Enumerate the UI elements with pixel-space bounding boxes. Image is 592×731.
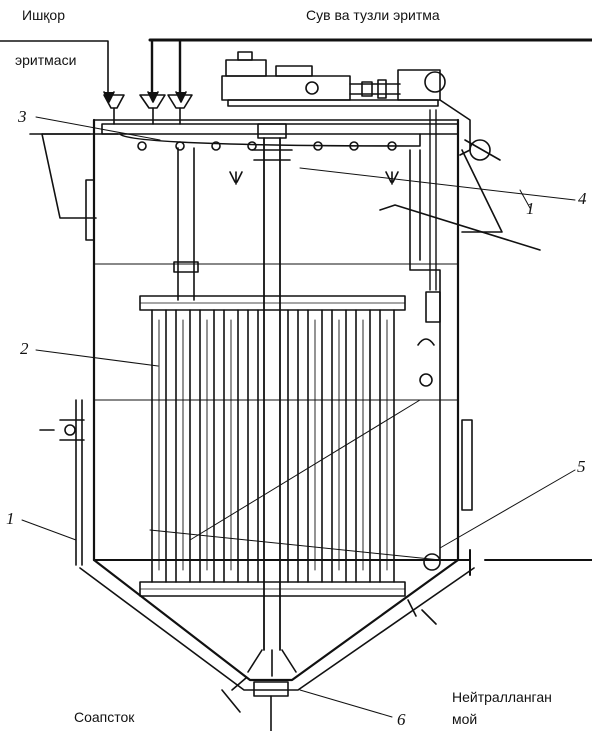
- callout-3: 3: [18, 107, 27, 126]
- callout-1-right: 1: [526, 199, 535, 218]
- callout-leader-lines: [21, 116, 576, 718]
- top-feed-lines: [0, 38, 592, 103]
- heating-element-bundle: [139, 295, 441, 597]
- vessel-body: [39, 118, 460, 566]
- callout-1-left: 1: [6, 509, 15, 528]
- conical-bottom: [79, 558, 475, 731]
- label-neutralized-oil-line2: мой: [452, 711, 478, 727]
- label-alkali-solution-line1: Ишқор: [22, 7, 65, 23]
- callout-6: 6: [397, 710, 406, 729]
- label-alkali-solution-line2: эритмаси: [15, 52, 77, 68]
- central-shaft: [173, 123, 297, 677]
- right-drain-pipe: [409, 109, 592, 576]
- drive-unit: [221, 51, 541, 251]
- label-soapstock: Соапсток: [74, 709, 135, 725]
- callout-5: 5: [577, 457, 586, 476]
- callout-2: 2: [20, 339, 29, 358]
- label-neutralized-oil-line1: Нейтралланган: [452, 689, 552, 705]
- label-water-salt-solution: Сув ва тузли эритма: [306, 7, 440, 23]
- feed-funnels: [103, 94, 193, 125]
- callout-4: 4: [578, 189, 587, 208]
